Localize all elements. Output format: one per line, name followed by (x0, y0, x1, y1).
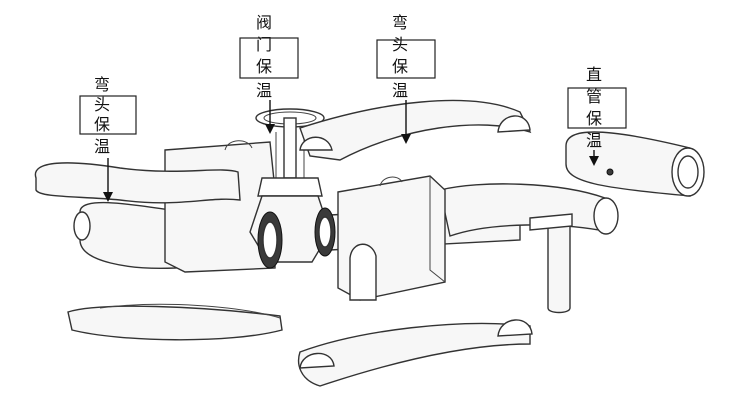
valve-right-flange-face (318, 216, 332, 248)
label-elbow-right: 弯 头 保 温 (376, 14, 436, 144)
label-elbow-right-char-3: 保 (392, 58, 408, 76)
valve-box-notch (379, 176, 403, 187)
left-elbow-upper-shell (34, 162, 241, 204)
label-elbow-right-char-4: 温 (392, 82, 408, 100)
label-valve-char-2: 门 (256, 36, 272, 54)
lower-left-half-shell-rim (99, 303, 281, 319)
label-elbow-left-char-4: 温 (94, 138, 110, 156)
gate-valve-icon (249, 108, 336, 269)
down-arrow-icon-head (103, 192, 113, 202)
label-elbow-left: 弯 头 保 温 (79, 76, 137, 202)
label-elbow-left-char-3: 保 (94, 116, 110, 134)
valve-left-flange-face (262, 221, 278, 259)
valve-box-edge (429, 176, 446, 283)
down-arrow-icon-head (589, 156, 599, 166)
label-elbow-right-char-2: 头 (392, 36, 408, 54)
label-straight-pipe-box (567, 87, 627, 129)
valve-insulation-box (337, 175, 446, 301)
label-straight-pipe-char-2: 管 (586, 88, 602, 106)
right-elbow-shell (299, 99, 532, 161)
label-elbow-left-box (79, 95, 137, 135)
label-elbow-left-char-1: 弯 (94, 76, 110, 94)
label-elbow-left-char-2: 头 (94, 96, 110, 114)
valve-bonnet (257, 177, 323, 197)
label-valve-char-1: 阀 (256, 14, 272, 32)
right-elbow-pipe (439, 183, 611, 237)
lower-right-half-shell-end (497, 319, 533, 337)
block-notch (224, 140, 253, 151)
straight-pipe-shell-hole (606, 168, 614, 176)
left-elbow-shell (34, 162, 241, 204)
right-elbow-upper-shell (299, 99, 532, 161)
straight-pipe-shell (565, 131, 705, 197)
label-valve-box (239, 37, 299, 79)
label-elbow-right-box (376, 39, 436, 79)
drop-pipe-collar (529, 213, 573, 231)
label-valve: 阀 门 保 温 (239, 14, 299, 134)
lower-left-pipe-end (73, 211, 91, 241)
right-elbow-shell-end-left (299, 136, 333, 151)
right-elbow-shell-end (497, 115, 531, 133)
valve-box-cutout (349, 243, 377, 301)
straight-pipe-shell-bore (677, 155, 699, 189)
label-straight-pipe: 直 管 保 温 (567, 66, 627, 166)
label-straight-pipe-char-4: 温 (586, 132, 602, 150)
label-elbow-right-char-1: 弯 (392, 14, 408, 32)
label-straight-pipe-char-1: 直 (586, 66, 602, 84)
label-valve-char-3: 保 (256, 58, 272, 76)
label-valve-char-4: 温 (256, 82, 272, 100)
vertical-drop-pipe (547, 224, 571, 314)
label-straight-pipe-char-3: 保 (586, 110, 602, 128)
lower-right-half-shell (297, 322, 531, 387)
down-arrow-icon-head (401, 134, 411, 144)
down-arrow-icon-head (265, 124, 275, 134)
right-pipe-end (593, 197, 619, 235)
straight-pipe-shell-body (565, 131, 691, 197)
valve-stem (283, 117, 297, 179)
lower-half-shells (67, 303, 533, 387)
lower-right-half-shell-end-left (299, 352, 335, 369)
